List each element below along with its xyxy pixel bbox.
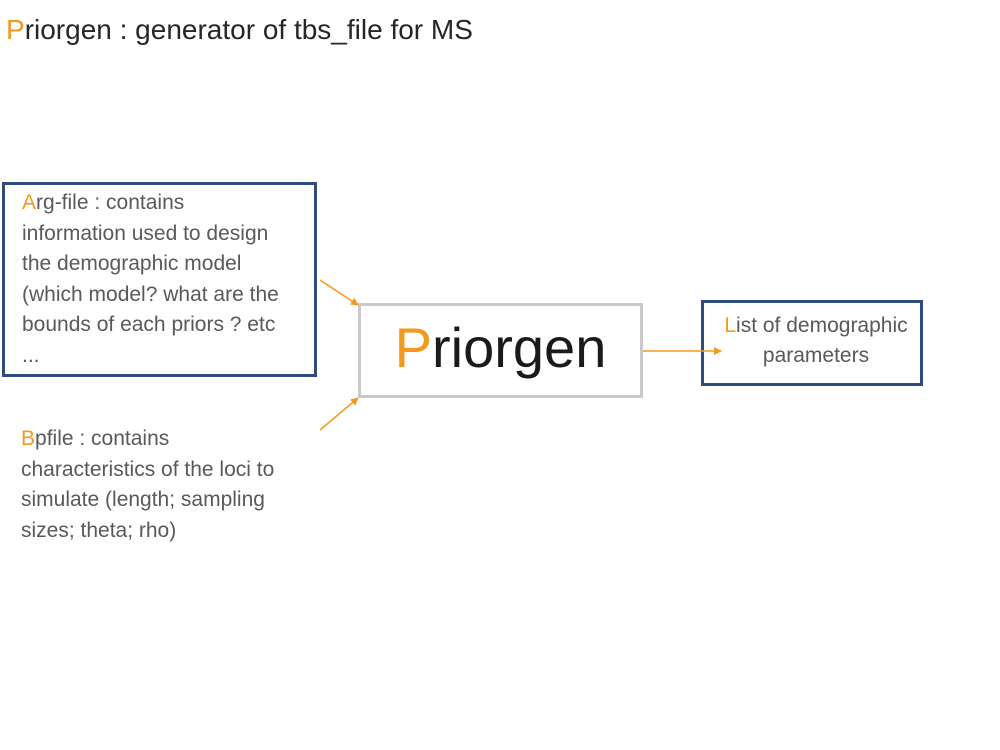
- slide-title: Priorgen : generator of tbs_file for MS: [6, 14, 473, 46]
- bp-file-line: Bpfile : contains: [21, 427, 170, 450]
- output-box: [701, 300, 923, 386]
- output-line: parameters: [762, 344, 870, 367]
- bp-to-priorgen-arrow: [319, 397, 359, 431]
- priorgen-label: Priorgen: [395, 315, 607, 380]
- arg-file-line: information used to design: [22, 221, 269, 245]
- output-description: List of demographic parameters: [701, 311, 931, 371]
- arg-file-line: bounds of each priors ? etc: [22, 313, 276, 336]
- title-rest: riorgen : generator of tbs_file for MS: [24, 14, 473, 45]
- arg-file-box: [2, 182, 317, 377]
- output-line: List of demographic: [724, 314, 908, 337]
- output-initial: L: [724, 314, 737, 337]
- bp-file-description: Bpfile : contains characteristics of the…: [21, 424, 321, 546]
- arg-file-description: Arg-file : contains information used to …: [22, 188, 308, 371]
- bp-file-initial: B: [21, 427, 36, 450]
- bp-file-line: simulate (length; sampling: [21, 488, 265, 511]
- arg-file-initial: A: [22, 191, 37, 214]
- bp-file-line: characteristics of the loci to: [21, 457, 275, 481]
- arg-file-line: (which model? what are the: [22, 282, 279, 306]
- priorgen-box: Priorgen: [358, 303, 643, 398]
- arg-file-line: the demographic model: [22, 252, 242, 275]
- bp-file-line: sizes; theta; rho): [21, 518, 177, 542]
- arg-file-line: Arg-file : contains: [22, 191, 185, 214]
- arg-file-line: ...: [22, 343, 40, 367]
- title-initial: P: [6, 14, 25, 45]
- priorgen-initial: P: [394, 316, 433, 379]
- priorgen-rest: riorgen: [432, 316, 607, 379]
- arg-to-priorgen-arrow: [319, 279, 359, 306]
